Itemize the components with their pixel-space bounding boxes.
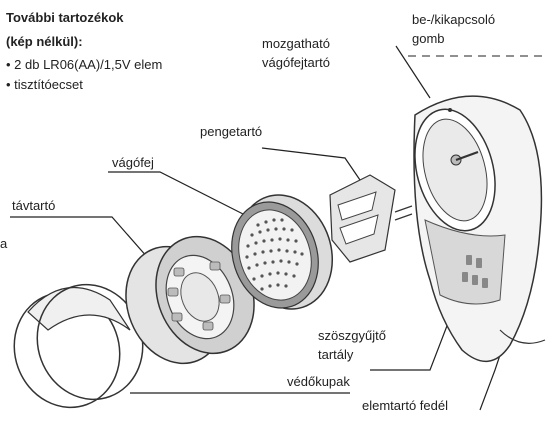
label-protective-cap: védőkupak [287,374,350,390]
device-body [402,96,545,361]
leader-blade-carrier [262,148,360,180]
label-blade-carrier: pengetartó [200,124,262,140]
leader-cutting-head [108,172,245,215]
leader-spacer [10,217,148,258]
partial-edge-text: a [0,236,7,252]
label-fluff-container-line2: tartály [318,347,353,363]
label-blade-holder-line1: mozgatható [262,36,330,52]
label-battery-cover: elemtartó fedél [362,398,448,414]
label-power-button-line1: be-/kikapcsoló [412,12,495,28]
blade-carrier-part [330,175,412,262]
label-fluff-container-line1: szöszgyűjtő [318,328,386,344]
leader-blade-holder [396,46,430,98]
label-spacer: távtartó [12,198,55,214]
label-power-button-line2: gomb [412,31,445,47]
leader-battery-cover [480,355,500,410]
label-cutting-head: vágófej [112,155,154,171]
label-blade-holder-line2: vágófejtartó [262,55,330,71]
